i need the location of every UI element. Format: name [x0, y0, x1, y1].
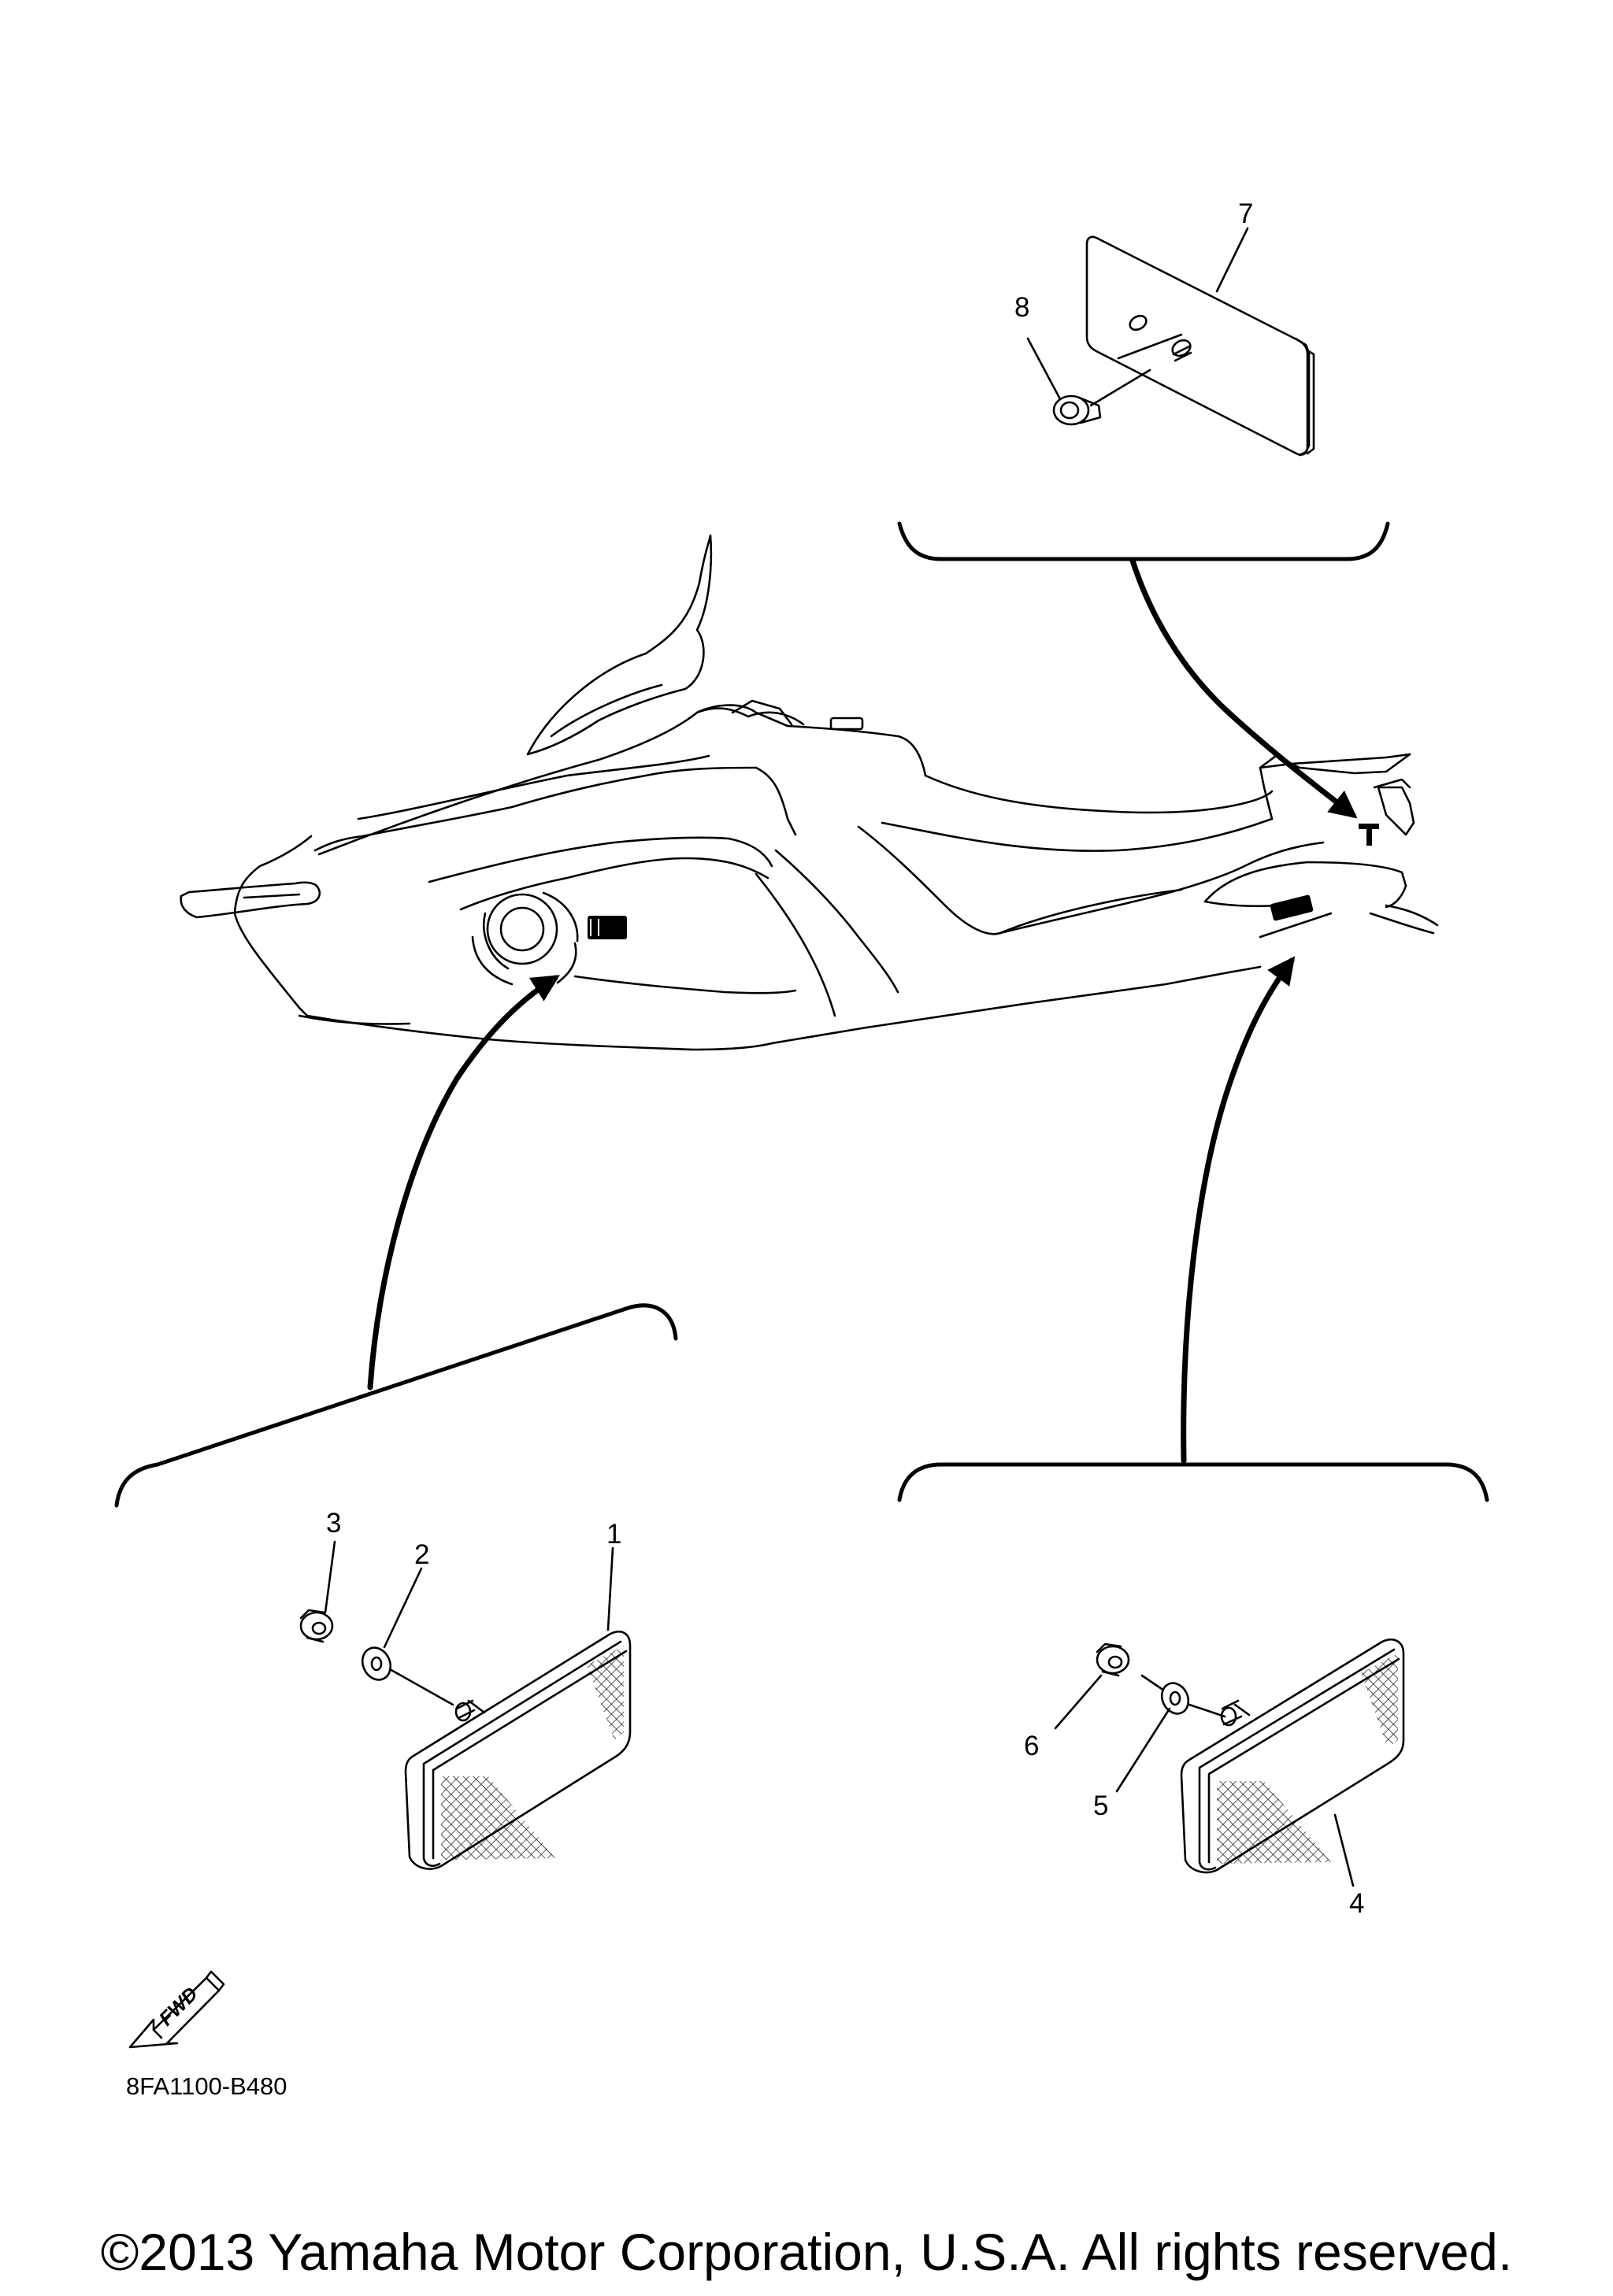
- callout-7: 7: [1238, 198, 1253, 229]
- callout-3: 3: [326, 1508, 341, 1539]
- detail-brackets: [114, 521, 1489, 1508]
- callout-8: 8: [1014, 292, 1029, 323]
- connector-arrows: [367, 557, 1358, 1464]
- fwd-arrow-icon: FWD: [128, 1970, 225, 2049]
- callout-4: 4: [1349, 1888, 1364, 1919]
- snowmobile-outline: [180, 534, 1439, 1051]
- callout-6: 6: [1024, 1731, 1039, 1761]
- callout-1: 1: [606, 1519, 621, 1550]
- callout-5: 5: [1093, 1791, 1108, 1821]
- copyright-footer: ©2013 Yamaha Motor Corporation, U.S.A. A…: [100, 2223, 1513, 2281]
- callout-numbers: 1 2 3 4 5 6 7 8: [326, 198, 1364, 1919]
- reflector-right-detail: [1054, 1638, 1405, 1887]
- reflector-left-detail: [299, 1540, 632, 1870]
- part-code: 8FA1100-B480: [126, 2072, 287, 2100]
- callout-2: 2: [414, 1539, 429, 1570]
- license-plate-detail: [1026, 227, 1315, 457]
